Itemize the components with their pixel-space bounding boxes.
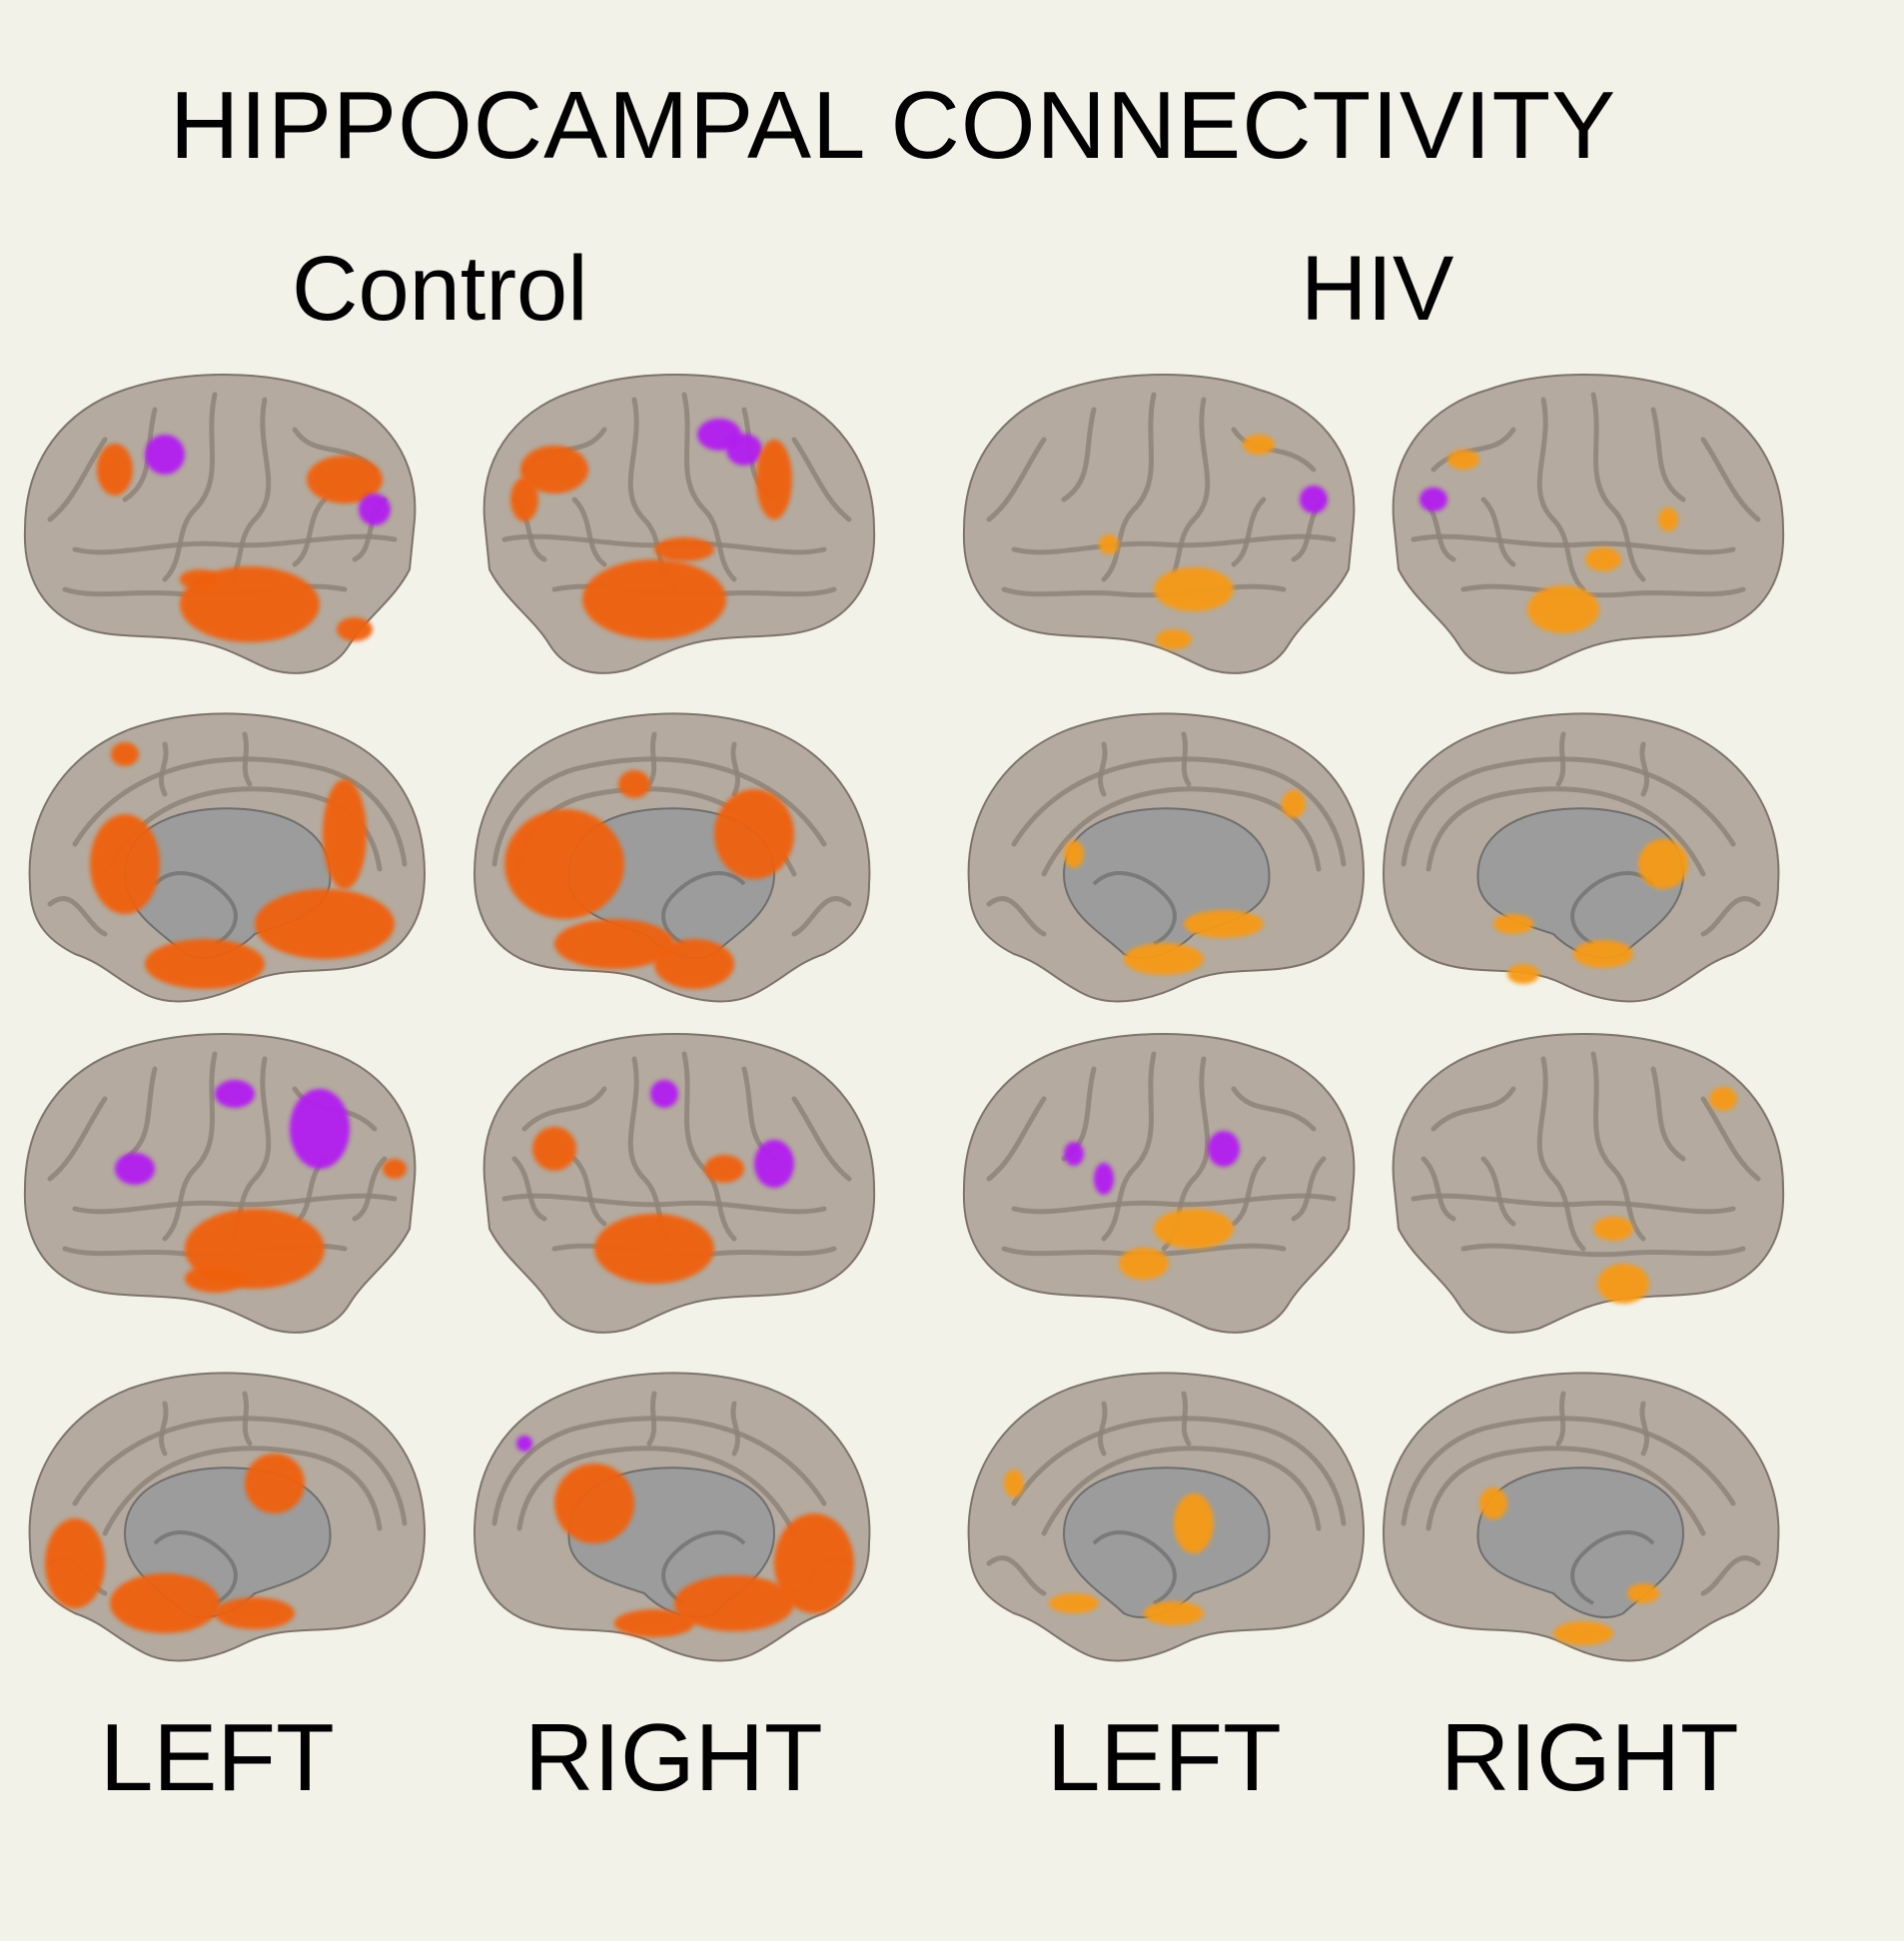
brain-control-left-lateral-a <box>23 374 417 674</box>
brain-control-left-medial-b <box>28 1372 427 1662</box>
brain-control-left-lateral-b <box>23 1033 417 1334</box>
brain-hiv-left-lateral-a <box>962 374 1356 674</box>
brain-hiv-right-medial-b <box>1382 1372 1780 1662</box>
brain-hiv-right-lateral-a <box>1392 374 1785 674</box>
brain-hiv-left-medial-b <box>967 1372 1366 1662</box>
group-label-hiv: HIV <box>1301 238 1454 340</box>
brain-control-left-medial-a <box>28 712 427 1003</box>
brain-hiv-left-lateral-b <box>962 1033 1356 1334</box>
hemisphere-label-control-left: LEFT <box>100 1704 335 1811</box>
brain-control-right-medial-b <box>473 1372 871 1662</box>
brain-control-right-lateral-b <box>482 1033 876 1334</box>
hemisphere-label-hiv-right: RIGHT <box>1440 1704 1739 1811</box>
brain-control-right-lateral-a <box>482 374 876 674</box>
brain-control-right-medial-a <box>473 712 871 1003</box>
group-label-control: Control <box>292 238 588 340</box>
brain-hiv-right-lateral-b <box>1392 1033 1785 1334</box>
brain-hiv-left-medial-a <box>967 712 1366 1003</box>
hemisphere-label-control-right: RIGHT <box>524 1704 823 1811</box>
brain-hiv-right-medial-a <box>1382 712 1780 1003</box>
hemisphere-label-hiv-left: LEFT <box>1047 1704 1282 1811</box>
figure-title: HIPPOCAMPAL CONNECTIVITY <box>170 72 1617 179</box>
